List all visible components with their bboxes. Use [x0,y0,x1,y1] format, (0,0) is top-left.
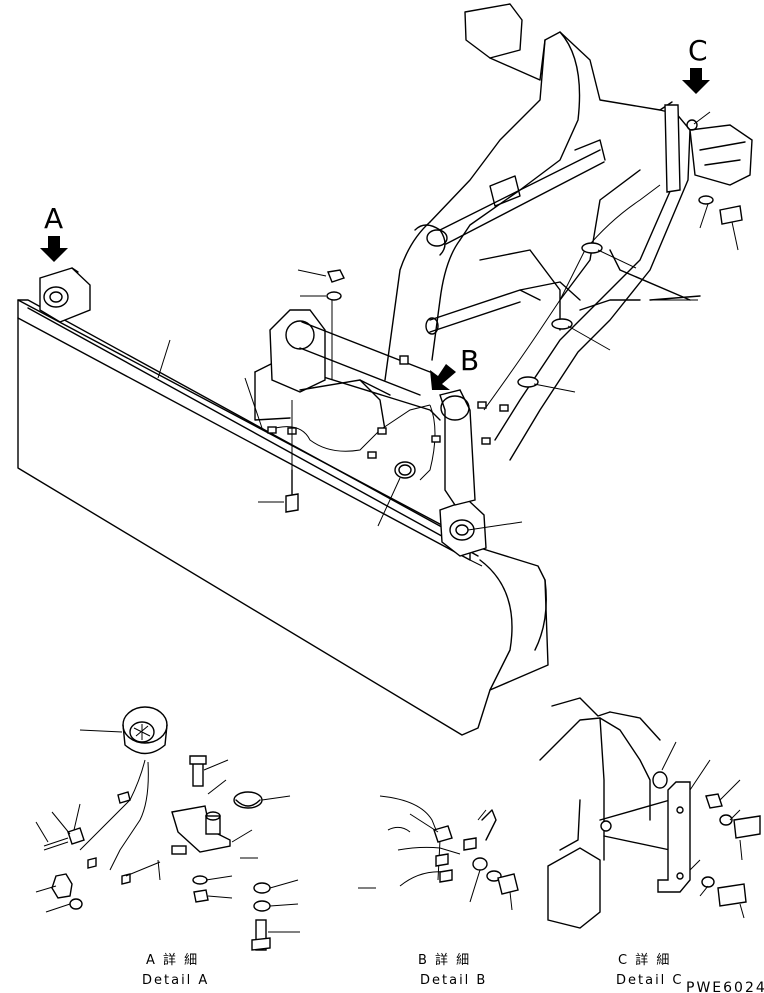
detail-a: A 詳 細 Detail A [35,706,300,988]
lift-frame [384,3,753,461]
main-assembly: A B C [17,3,753,736]
leader-lines [157,111,739,531]
detail-b-title-en: Detail B [420,973,487,988]
detail-a-title-en: Detail A [142,973,209,988]
detail-c: C 詳 細 Detail C [539,697,761,988]
left-pivot-bracket [39,267,91,323]
callout-c-label: C [688,34,708,67]
drawing-code: PWE6024 [686,980,764,993]
detail-c-title-jp: C 詳 細 [618,952,671,968]
detail-b: B 詳 細 Detail B [358,795,519,988]
arrow-down-icon [682,68,710,94]
blade [17,299,549,736]
fasteners [285,195,743,513]
callout-c: C [682,34,710,94]
callout-b: B [430,344,479,390]
lamp-mount-bracket [657,781,691,893]
detail-b-title-jp: B 詳 細 [418,952,471,968]
arrow-down-icon [40,236,68,262]
arrow-diagonal-icon [430,364,456,390]
right-pivot-bracket [439,499,487,557]
callout-a: A [40,202,68,262]
cross-tube [254,309,476,506]
detail-c-title-en: Detail C [616,973,684,988]
callout-b-label: B [460,344,479,377]
lamp-bracket [171,755,271,951]
detail-a-title-jp: A 詳 細 [146,952,199,968]
callout-a-label: A [44,202,63,235]
wiring-harness [267,184,661,481]
detail-a-leaders [35,729,300,933]
work-lamp [122,706,168,755]
